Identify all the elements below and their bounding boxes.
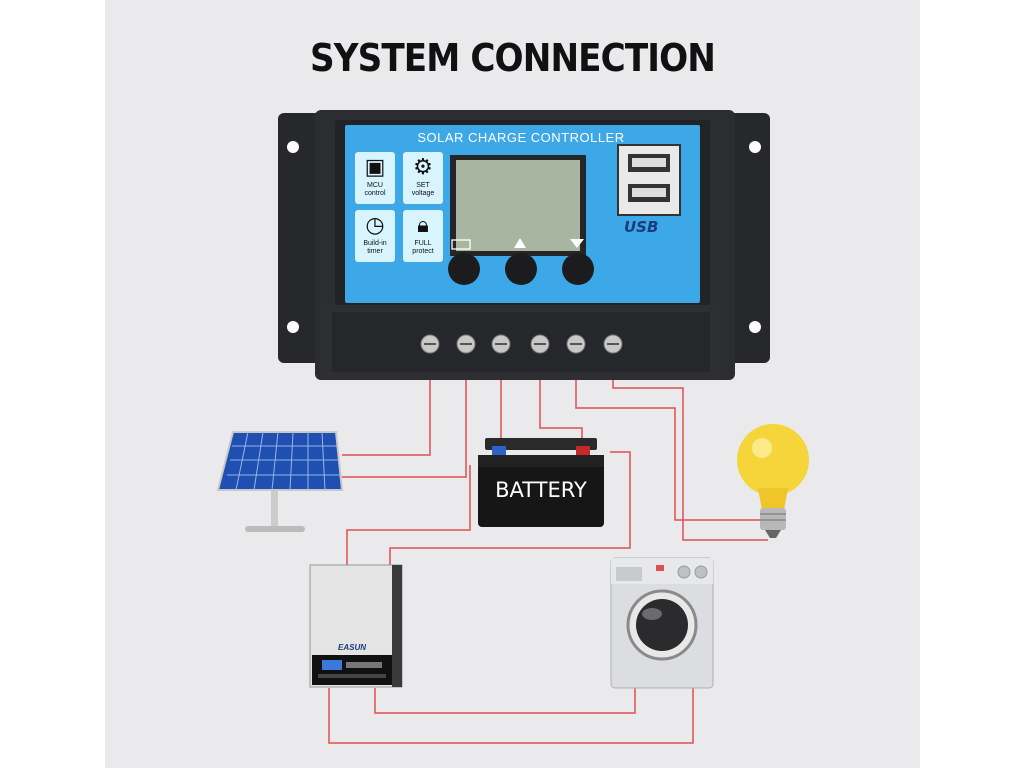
inverter bbox=[309, 564, 403, 688]
charge-controller bbox=[278, 110, 770, 380]
lock-icon: 🔒︎ bbox=[417, 213, 429, 238]
gear-icon: ⚙ bbox=[413, 155, 433, 180]
usb-label: USB bbox=[624, 218, 659, 236]
lcd-screen bbox=[456, 160, 580, 251]
clock-icon: ◷ bbox=[365, 213, 385, 238]
wire-load-1 bbox=[575, 346, 768, 521]
feature-full-protect: 🔒︎ FULL protect bbox=[403, 210, 443, 262]
feature-mcu-control: ▣ MCU control bbox=[355, 152, 395, 204]
washing-machine bbox=[610, 557, 714, 689]
wire-inverter-washer-2 bbox=[328, 688, 694, 744]
page-title: SYSTEM CONNECTION bbox=[310, 36, 716, 80]
battery bbox=[478, 438, 604, 527]
battery-label: BATTERY bbox=[495, 478, 587, 502]
light-bulb bbox=[737, 424, 809, 538]
menu-button bbox=[448, 253, 480, 285]
wire-solar-1 bbox=[342, 346, 431, 456]
controller-label: SOLAR CHARGE CONTROLLER bbox=[417, 130, 625, 145]
wire-battery-inverter-1 bbox=[346, 465, 471, 565]
wire-inverter-washer-1 bbox=[374, 688, 636, 714]
chip-icon: ▣ bbox=[364, 155, 386, 180]
solar-panel bbox=[216, 431, 344, 532]
up-button bbox=[505, 253, 537, 285]
feature-set-voltage: ⚙ SET voltage bbox=[403, 152, 443, 204]
wire-battery-inverter-2 bbox=[389, 451, 631, 565]
down-button bbox=[562, 253, 594, 285]
terminal-screws bbox=[420, 334, 623, 354]
wire-solar-2 bbox=[342, 346, 467, 478]
inverter-logo: EASUN bbox=[338, 643, 367, 652]
feature-build-in-timer: ◷ Build-in timer bbox=[355, 210, 395, 262]
